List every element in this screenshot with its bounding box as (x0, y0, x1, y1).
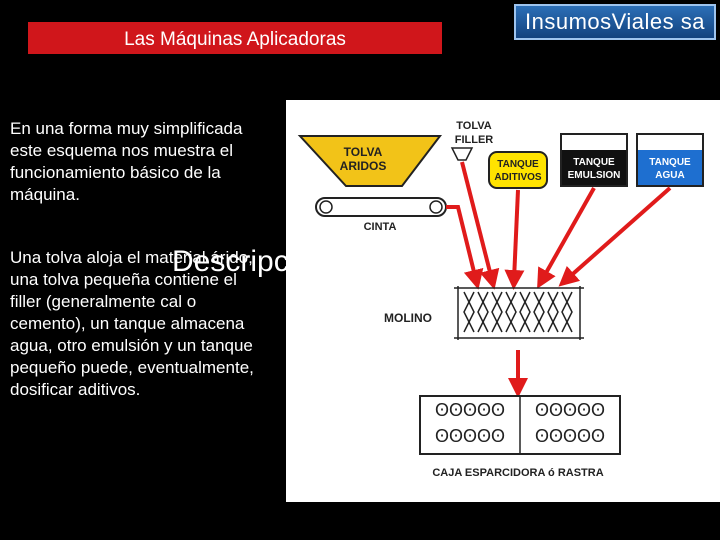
flow-arrows (446, 161, 672, 398)
caja-coil-3: ʘʘʘʘʘ (435, 426, 505, 446)
slide-title: Las Máquinas Aplicadoras (28, 22, 442, 54)
intro-paragraph: En una forma muy simplificada este esque… (10, 119, 243, 204)
arrow-agua (558, 186, 672, 287)
arrow-emulsion (537, 187, 596, 289)
tolva-aridos: TOLVA ARIDOS (297, 135, 443, 187)
caja-coil-1: ʘʘʘʘʘ (435, 400, 505, 420)
tanque-agua-label-2: AGUA (655, 170, 684, 181)
cinta-label: CINTA (364, 221, 397, 233)
tolva-aridos-label-1: TOLVA (344, 145, 383, 159)
description-paragraph: Una tolva aloja el material árido, una t… (10, 248, 254, 399)
tolva-filler-label-2: FILLER (455, 134, 494, 146)
caja-coil-4: ʘʘʘʘʘ (535, 426, 605, 446)
machine-diagram: TOLVA ARIDOS CINTA TOLVA FILLER TANQUE A… (286, 100, 720, 502)
tanque-emulsion-label-1: TANQUE (573, 157, 615, 168)
overlay-heading: Descripción (172, 245, 329, 278)
caja-esparcidora: ʘʘʘʘʘ ʘʘʘʘʘ ʘʘʘʘʘ ʘʘʘʘʘ CAJA ESPARCIDORA… (419, 395, 621, 479)
machine-diagram-svg: TOLVA ARIDOS CINTA TOLVA FILLER TANQUE A… (297, 120, 704, 479)
tolva-filler: TOLVA FILLER (450, 120, 494, 161)
tanque-aditivos: TANQUE ADITIVOS (488, 151, 548, 189)
molino: MOLINO (384, 286, 584, 340)
tanque-aditivos-label-1: TANQUE (497, 159, 539, 170)
tolva-aridos-label-2: ARIDOS (340, 159, 387, 173)
caja-label: CAJA ESPARCIDORA ó RASTRA (432, 467, 603, 479)
tanque-emulsion-label-2: EMULSION (568, 170, 621, 181)
tolva-filler-label-1: TOLVA (456, 120, 492, 132)
tanque-agua-label-1: TANQUE (649, 157, 691, 168)
arrow-aditivos (504, 189, 525, 290)
molino-label: MOLINO (384, 311, 432, 325)
tanque-aditivos-label-2: ADITIVOS (494, 172, 542, 183)
caja-coil-2: ʘʘʘʘʘ (535, 400, 605, 420)
arrow-filler (460, 161, 500, 290)
tanque-agua: TANQUE AGUA (636, 133, 704, 187)
arrow-aridos (446, 205, 484, 290)
company-logo: InsumosViales sa (514, 4, 716, 40)
cinta-conveyor: CINTA (315, 197, 447, 233)
tanque-emulsion: TANQUE EMULSION (560, 133, 628, 187)
